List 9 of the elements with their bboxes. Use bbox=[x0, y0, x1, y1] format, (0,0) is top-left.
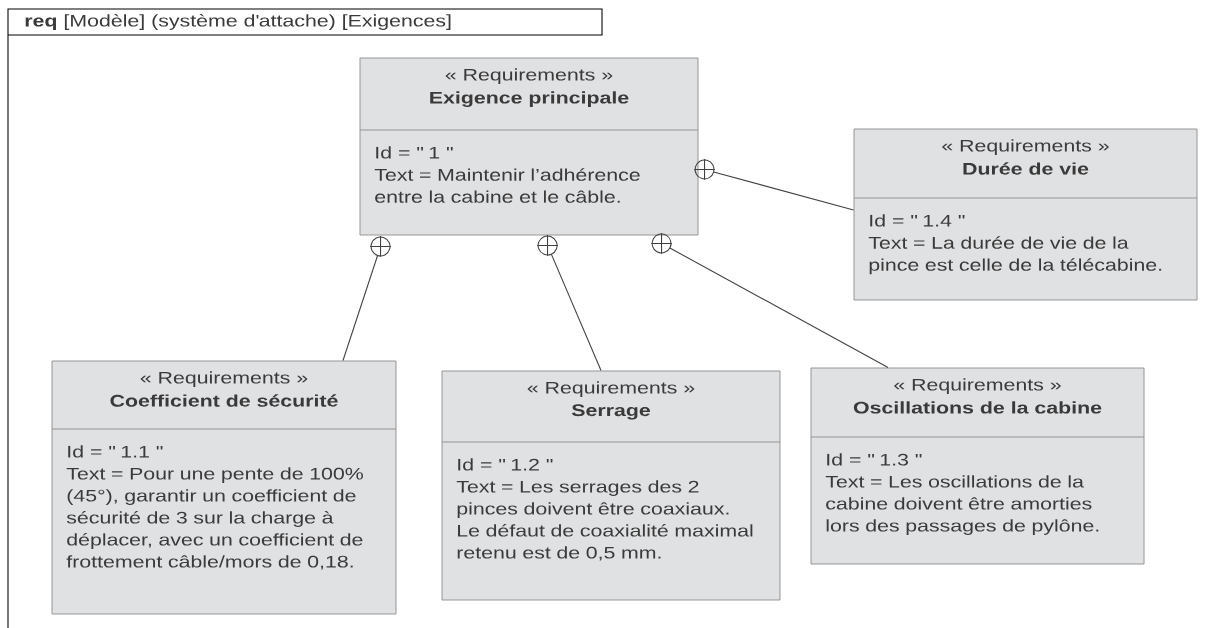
requirement-box: « Requirements » Oscillations de la cabine Id = " 1.3 " Text = Les oscillations de la cabine doivent être amorties lors des passages de pylône. bbox=[810, 367, 1145, 565]
requirement-box: « Requirements » Durée de vie Id = " 1.4 " Text = La durée de vie de la pince est celle de la télécabine. bbox=[853, 128, 1198, 301]
requirement-box: « Requirements » Serrage Id = " 1.2 " Text = Les serrages des 2 pinces doivent être coaxiaux. Le défaut de coaxialité maximal retenu est de 0,5 mm. bbox=[441, 370, 781, 601]
requirement-box: « Requirements » Coefficient de sécurité Id = " 1.1 " Text = Pour une pente de 100% (45°), garantir un coefficient de sécurité de 3 sur la charge à déplacer, avec un coefficient de frottement câble/mors de 0,18. bbox=[51, 360, 397, 615]
containment-line bbox=[650, 232, 889, 369]
containment-line bbox=[342, 235, 392, 362]
containment-line bbox=[536, 234, 602, 372]
containment-line bbox=[693, 158, 855, 211]
requirement-box: « Requirements » Exigence principale Id = " 1 " Text = Maintenir l’adhérence entre la cabine et le câble. bbox=[359, 57, 699, 236]
